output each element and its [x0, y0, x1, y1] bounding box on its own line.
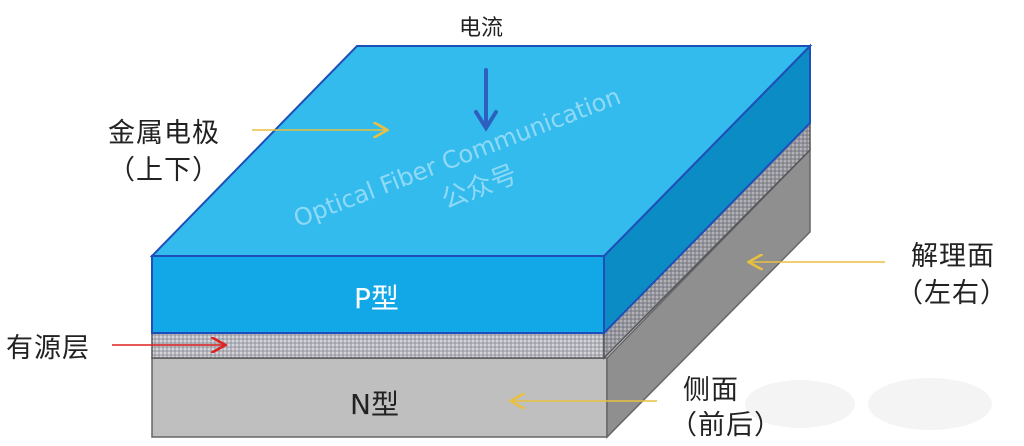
metal-electrode-label: 金属电极	[108, 118, 220, 149]
current-label: 电流	[459, 16, 504, 41]
blur-blob-left	[745, 380, 855, 428]
n-layer-label: N型	[350, 388, 399, 421]
blur-blob-right	[868, 378, 992, 430]
metal-electrode-sublabel: （上下）	[108, 155, 220, 186]
side-face-sublabel: （前后）	[670, 410, 782, 441]
metal-electrode-top	[149, 45, 813, 257]
side-face-label: 侧面	[683, 375, 739, 406]
cleaved-face-sublabel: （左右）	[896, 278, 1008, 309]
active-layer-label: 有源层	[6, 333, 90, 364]
p-layer-label: P型	[354, 282, 399, 315]
cleaved-face-label: 解理面	[911, 241, 995, 272]
current-arrow	[474, 68, 498, 132]
